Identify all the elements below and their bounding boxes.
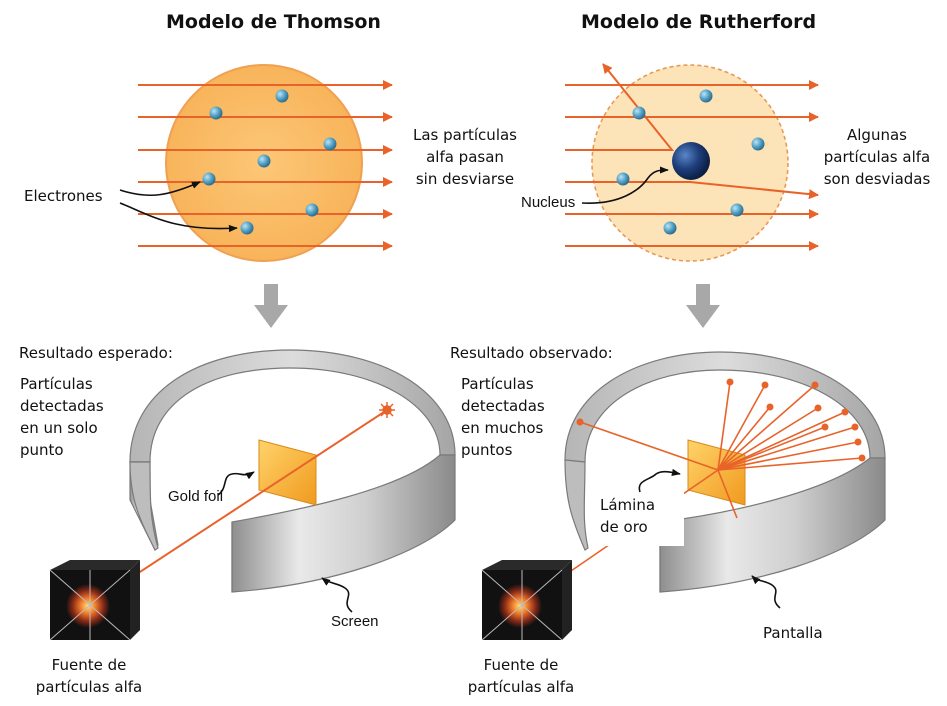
rutherford-source-label: Fuente de partículas alfa xyxy=(467,656,575,696)
impact-points xyxy=(576,378,866,462)
lamina-label: Lámina de oro xyxy=(600,496,656,536)
rutherford-atom xyxy=(565,63,819,262)
nucleus xyxy=(672,142,710,180)
lamina-de-oro xyxy=(687,439,746,506)
electron-pointers xyxy=(119,181,238,233)
alpha-source-box xyxy=(49,560,140,641)
foil-pointer xyxy=(217,471,255,496)
pantalla-ring-right xyxy=(659,457,886,593)
pantalla-ring-left xyxy=(564,459,589,551)
thomson-atom xyxy=(119,64,393,262)
down-arrow-left xyxy=(254,284,288,328)
nucleus-label: Nucleus xyxy=(521,194,576,211)
electrons-label: Electrones xyxy=(24,187,103,205)
thomson-apparatus xyxy=(49,349,456,641)
screen-pointer xyxy=(321,577,353,613)
thomson-source-label: Fuente de partículas alfa xyxy=(35,656,143,696)
gold-foil-label: Gold foil xyxy=(168,488,224,505)
rutherford-alpha-arrows xyxy=(565,63,819,251)
thomson-alpha-arrows xyxy=(138,80,393,251)
thomson-detected-text: Partículas detectadas en un solo punto xyxy=(20,375,104,459)
thomson-title: Modelo de Thomson xyxy=(166,11,381,33)
pantalla-label: Pantalla xyxy=(763,624,823,642)
alpha-source-box-right xyxy=(481,560,572,641)
rutherford-apparatus xyxy=(481,351,886,641)
gold-foil xyxy=(258,439,317,506)
thomson-electrons xyxy=(202,89,337,235)
deflect-text: Algunas partículas alfa son desviadas xyxy=(823,126,931,188)
impact-point xyxy=(379,402,395,418)
rutherford-detected-text: Partículas detectadas en muchos puntos xyxy=(461,375,545,459)
rutherford-title: Modelo de Rutherford xyxy=(581,11,817,33)
down-arrow-right xyxy=(686,284,720,328)
expected-label: Resultado esperado: xyxy=(19,344,173,362)
nucleus-pointer xyxy=(581,166,669,204)
pantalla-pointer xyxy=(751,575,781,609)
lamina-pointer xyxy=(638,468,681,493)
observed-label: Resultado observado: xyxy=(450,344,613,362)
screen-label: Screen xyxy=(331,613,379,630)
rutherford-electrons xyxy=(616,89,765,235)
screen-ring-right xyxy=(231,454,456,593)
pass-text: Las partículas alfa pasan sin desviarse xyxy=(413,126,517,188)
screen-ring-back xyxy=(129,349,456,463)
